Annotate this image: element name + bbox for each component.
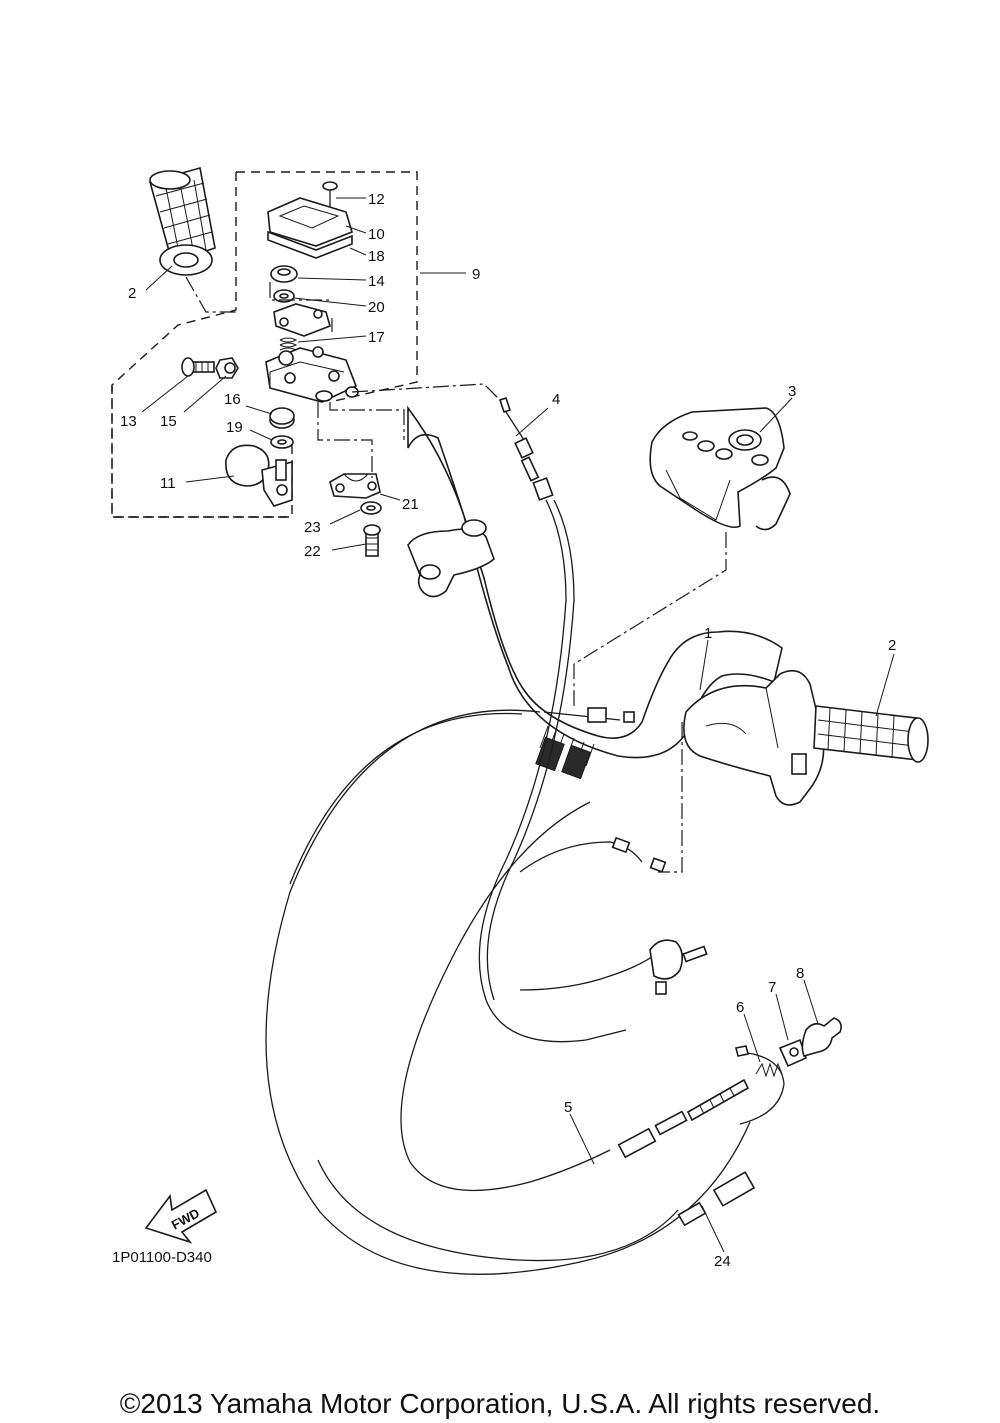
handlebar[interactable] xyxy=(407,405,783,780)
clamp-bolt[interactable] xyxy=(363,524,381,557)
callout-8: 8 xyxy=(796,965,804,982)
callout-2-right: 2 xyxy=(888,637,896,654)
callout-labels: 1 2 2 3 4 5 6 7 8 9 10 11 12 13 14 15 16… xyxy=(120,191,896,1270)
throttle-lever[interactable] xyxy=(225,444,293,507)
callout-20: 20 xyxy=(368,299,385,316)
callout-2-left: 2 xyxy=(128,285,136,302)
callout-23: 23 xyxy=(304,519,321,536)
callout-3: 3 xyxy=(788,383,796,400)
housing-nut[interactable] xyxy=(215,357,239,379)
alignment-lines xyxy=(185,276,727,873)
callout-15: 15 xyxy=(160,413,177,430)
callout-14: 14 xyxy=(368,273,385,290)
callout-21: 21 xyxy=(402,496,419,513)
housing-bolt[interactable] xyxy=(181,357,215,377)
callout-18: 18 xyxy=(368,248,385,265)
callout-22: 22 xyxy=(304,543,321,560)
right-grip[interactable] xyxy=(813,705,929,763)
callout-24: 24 xyxy=(714,1253,731,1270)
lever-washer[interactable] xyxy=(270,435,294,449)
callout-19: 19 xyxy=(226,419,243,436)
diagram-code: 1P01100-D340 xyxy=(112,1249,212,1266)
callout-9: 9 xyxy=(472,266,480,283)
leader-lines xyxy=(141,197,895,1253)
throttle-housing[interactable] xyxy=(265,346,359,403)
assembly-11-boundary xyxy=(111,385,293,518)
callout-12: 12 xyxy=(368,191,385,208)
parking-cable[interactable] xyxy=(317,1045,785,1262)
adjuster-spring[interactable] xyxy=(755,1062,783,1078)
callout-13: 13 xyxy=(120,413,137,430)
callout-6: 6 xyxy=(736,999,744,1016)
copyright-notice: ©2013 Yamaha Motor Corporation, U.S.A. A… xyxy=(119,1388,881,1419)
throttle-lever-plate[interactable] xyxy=(273,303,331,337)
throttle-cover[interactable] xyxy=(267,181,353,259)
assembly-9-boundary xyxy=(111,171,418,518)
callout-11: 11 xyxy=(160,475,176,492)
throttle-washer[interactable] xyxy=(273,289,295,303)
adjuster-wing-nut[interactable] xyxy=(801,1017,842,1057)
callout-4: 4 xyxy=(552,391,560,408)
right-switch-housing[interactable] xyxy=(683,669,825,806)
cable-lower-fitting[interactable] xyxy=(519,836,708,995)
throttle-cable[interactable] xyxy=(478,396,627,1043)
handlebar-cover[interactable] xyxy=(649,407,791,531)
throttle-spring[interactable] xyxy=(279,337,298,351)
brake-cable[interactable] xyxy=(265,707,751,1275)
lever-collar[interactable] xyxy=(269,407,295,429)
callout-7: 7 xyxy=(768,979,776,996)
callout-1: 1 xyxy=(704,625,712,642)
callout-5: 5 xyxy=(564,1099,572,1116)
callout-16: 16 xyxy=(224,391,241,408)
left-grip[interactable] xyxy=(149,166,216,276)
clamp-washer[interactable] xyxy=(360,501,382,515)
throttle-nut[interactable] xyxy=(270,265,298,283)
callout-17: 17 xyxy=(368,329,385,346)
adjuster-holder[interactable] xyxy=(778,1038,807,1068)
handlebar-clamp[interactable] xyxy=(329,473,381,499)
fwd-arrow: FWD xyxy=(144,1188,218,1244)
callout-10: 10 xyxy=(368,226,385,243)
